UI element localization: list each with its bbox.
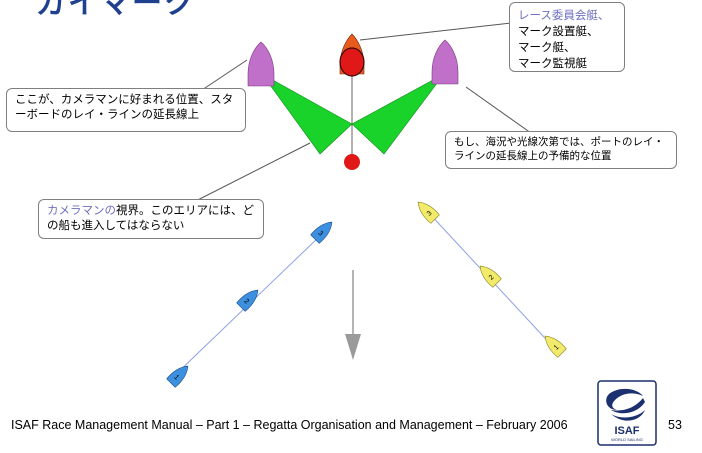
pin-mark [344,154,360,170]
callout-committee-boats: レース委員会艇、 マーク設置艇、 マーク艇、 マーク監視艇 [509,2,625,72]
green-sector-right [351,73,445,155]
footer-text: ISAF Race Management Manual – Part 1 – R… [11,418,568,432]
callout-line: マーク設置艇、 [518,24,599,38]
page-number: 53 [668,418,682,432]
committee-mark [339,47,365,77]
callout-line: マーク艇、 [518,40,576,54]
downwind-arrow-head [345,334,361,360]
yellow-boat-2: 2 [479,265,502,288]
blue-boat-2: 2 [236,289,259,312]
blue-boat-3: 3 [310,221,333,244]
yellow-boat-label: 3 [426,210,434,218]
yellow-boat-3: 3 [417,201,440,224]
blue-boat-label: 2 [242,298,250,306]
blue-boat-label: 1 [172,374,180,382]
green-sector-left [261,73,353,155]
blue-boat-label: 3 [316,230,324,238]
logo-tagline: WORLD SAILING [611,437,643,442]
pointer-port-layline [465,86,539,139]
isaf-logo: ISAF WORLD SAILING [597,380,657,446]
pointer-committee [359,21,521,41]
slide-title-fragment: ガイマーク [36,0,196,21]
logo-name: ISAF [614,425,639,437]
callout-camera-view: カメラマンの視界。このエリアには、どの船も進入してはならない [38,199,264,239]
pointer-camera-view [179,142,311,210]
callout-line: レース委員会艇、 [518,8,610,22]
callout-prefix: カメラマンの [47,203,116,217]
blue-boat-1: 1 [166,365,189,388]
camera-boat-left [247,41,275,87]
yellow-boat-label: 2 [488,274,496,282]
callout-camera-position: ここが、カメラマンに好まれる位置、スターボードのレイ・ラインの延長線上 [6,88,246,132]
callout-port-layline: もし、海況や光線次第では、ポートのレイ・ラインの延長線上の予備的な位置 [445,131,677,169]
callout-line: マーク監視艇 [518,56,587,70]
camera-boat-right [431,39,459,85]
callout-rest: 視界。このエリアには、どの船も進入してはならない [47,203,254,232]
yellow-boat-1: 1 [544,335,567,358]
yellow-boat-label: 1 [553,344,561,352]
